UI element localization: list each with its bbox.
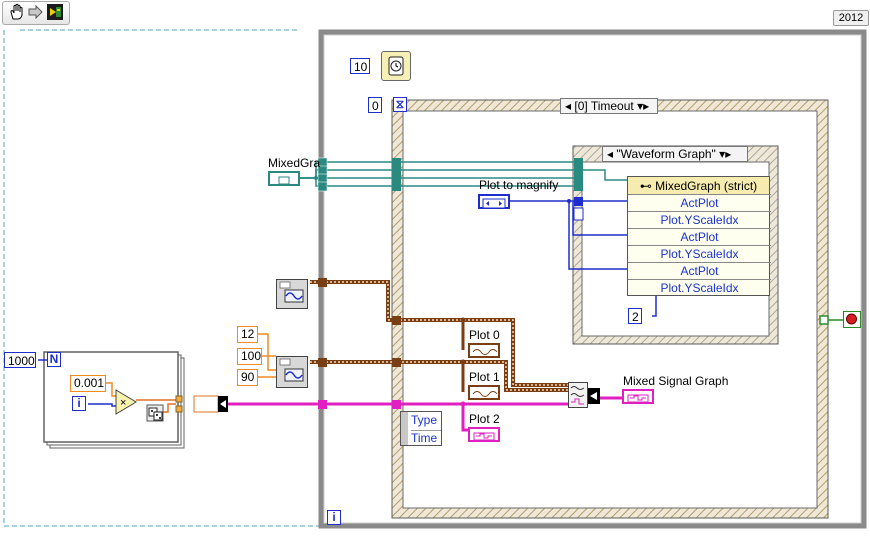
property-row[interactable]: Plot.YScaleIdx [628,245,771,261]
constant-90[interactable]: 90 [237,369,258,386]
plot0-local[interactable] [468,343,500,358]
for-loop-count-constant[interactable]: 1000 [4,352,36,368]
arrow-right-icon[interactable] [28,4,44,20]
right-arrow-icon[interactable]: ▸ [643,99,650,113]
plot0-label: Plot 0 [469,328,500,342]
timeout-constant[interactable]: 0 [368,97,382,113]
constant-two[interactable]: 2 [628,308,642,324]
unbundle-by-name[interactable]: Type Time [400,411,442,446]
mixed-graph-refnum[interactable] [268,171,300,186]
property-row[interactable]: ActPlot [628,194,771,210]
toolbar: 2012 [0,0,870,26]
operate-hand-icon[interactable] [8,3,26,21]
svg-text:×: × [120,397,126,409]
merge-signals-node[interactable] [568,382,588,408]
event-case-selector[interactable]: ◂ [0] Timeout ▾▸ [560,98,658,114]
multiply-node [115,389,137,415]
waveform-generator-2-icon[interactable] [276,356,308,388]
mixed-signal-graph-label: Mixed Signal Graph [623,374,729,388]
event-case-label: [0] Timeout [574,99,634,113]
property-node-header: ⊷ MixedGraph (strict) [628,177,769,195]
plot1-label: Plot 1 [469,370,500,384]
iteration-terminal: i [327,510,341,525]
case-selector[interactable]: ◂ "Waveform Graph" ▾▸ [602,146,748,162]
constant-12[interactable]: 12 [237,326,258,343]
chevron-down-icon[interactable]: ▾ [637,99,644,113]
wait-timer-icon[interactable] [381,51,411,81]
plot-to-magnify-label: Plot to magnify [479,178,559,192]
stop-button-terminal[interactable] [843,311,861,328]
left-arrow-icon[interactable]: ◂ [565,99,572,113]
multiplier-constant[interactable]: 0.001 [70,375,106,392]
mixed-graph-ref-label: MixedGra [268,156,321,170]
plot1-local[interactable] [468,385,500,400]
right-arrow-icon[interactable]: ▸ [725,147,732,161]
property-row[interactable]: ActPlot [628,228,771,244]
link-icon: ⊷ [639,179,656,193]
merge-output-arrow [588,388,600,404]
mixed-signal-graph-terminal[interactable] [622,389,654,404]
wait-ms-constant[interactable]: 10 [350,58,370,74]
chevron-down-icon[interactable]: ▾ [719,147,726,161]
unbundle-type: Type [411,413,438,427]
constant-100[interactable]: 100 [237,348,262,365]
property-row[interactable]: ActPlot [628,262,771,278]
diagram-boundary [3,30,866,527]
case-label: "Waveform Graph" [616,147,716,161]
version-badge: 2012 [833,10,869,26]
timeout-terminal: ⧖ [393,97,407,112]
for-loop-frame [43,351,179,443]
for-loop-iteration-terminal: i [72,396,86,411]
plot2-label: Plot 2 [469,412,500,426]
property-row[interactable]: Plot.YScaleIdx [628,211,771,227]
build-cluster-node [193,395,219,413]
unbundle-time: Time [411,430,441,445]
left-arrow-icon[interactable]: ◂ [607,147,614,161]
plot-to-magnify-enum[interactable] [478,194,510,209]
property-node[interactable]: ⊷ MixedGraph (strict) ActPlot Plot.YScal… [627,176,771,296]
for-loop-count-terminal: N [47,352,61,367]
unbundle-handle [401,412,408,445]
waveform-generator-1-icon[interactable] [276,279,308,309]
vi-icon[interactable] [46,3,64,21]
plot2-local[interactable] [468,427,500,442]
property-row[interactable]: Plot.YScaleIdx [628,279,771,295]
property-node-title: MixedGraph (strict) [655,179,758,193]
random-number-icon [146,404,164,422]
